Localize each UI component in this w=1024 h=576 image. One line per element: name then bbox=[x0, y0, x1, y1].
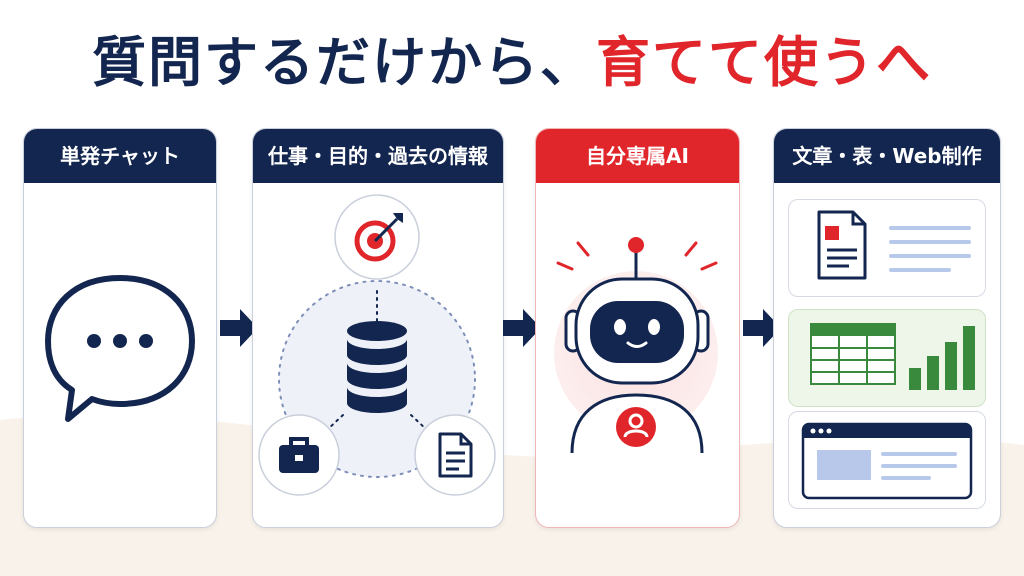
title-part2: 育てて使うへ bbox=[596, 31, 932, 94]
flow-arrow-icon bbox=[743, 309, 781, 347]
database-icon bbox=[347, 321, 407, 413]
title-part1: 質問するだけから、 bbox=[92, 31, 596, 94]
page-title: 質問するだけから、育てて使うへ bbox=[0, 28, 1024, 98]
context-diagram bbox=[258, 194, 496, 496]
document-icon bbox=[817, 210, 867, 280]
step-label: 仕事・目的・過去の情報 bbox=[253, 129, 503, 183]
browser-window-icon bbox=[801, 422, 973, 500]
briefcase-icon bbox=[258, 414, 340, 496]
step-label: 単発チャット bbox=[24, 129, 216, 183]
step-card-outputs: 文章・表・Web制作 bbox=[773, 128, 1001, 528]
text-lines bbox=[889, 226, 971, 272]
step-label: 自分専属AI bbox=[536, 129, 739, 183]
speech-bubble-icon bbox=[45, 275, 195, 422]
step-card-single-chat: 単発チャット bbox=[23, 128, 217, 528]
spreadsheet-icon bbox=[810, 323, 896, 385]
document-icon bbox=[414, 414, 496, 496]
target-icon bbox=[334, 194, 420, 280]
spreadsheet-output-tile bbox=[788, 309, 986, 407]
robot-icon bbox=[554, 237, 718, 454]
bar-chart-icon bbox=[909, 326, 975, 390]
document-output-tile bbox=[788, 199, 986, 297]
web-output-tile bbox=[788, 411, 986, 509]
step-card-context: 仕事・目的・過去の情報 bbox=[252, 128, 504, 528]
flow-arrow-icon bbox=[503, 309, 541, 347]
step-label: 文章・表・Web制作 bbox=[774, 129, 1000, 183]
user-icon bbox=[616, 407, 656, 447]
flow-arrow-icon bbox=[220, 309, 258, 347]
step-card-personal-ai: 自分専属AI bbox=[535, 128, 740, 528]
